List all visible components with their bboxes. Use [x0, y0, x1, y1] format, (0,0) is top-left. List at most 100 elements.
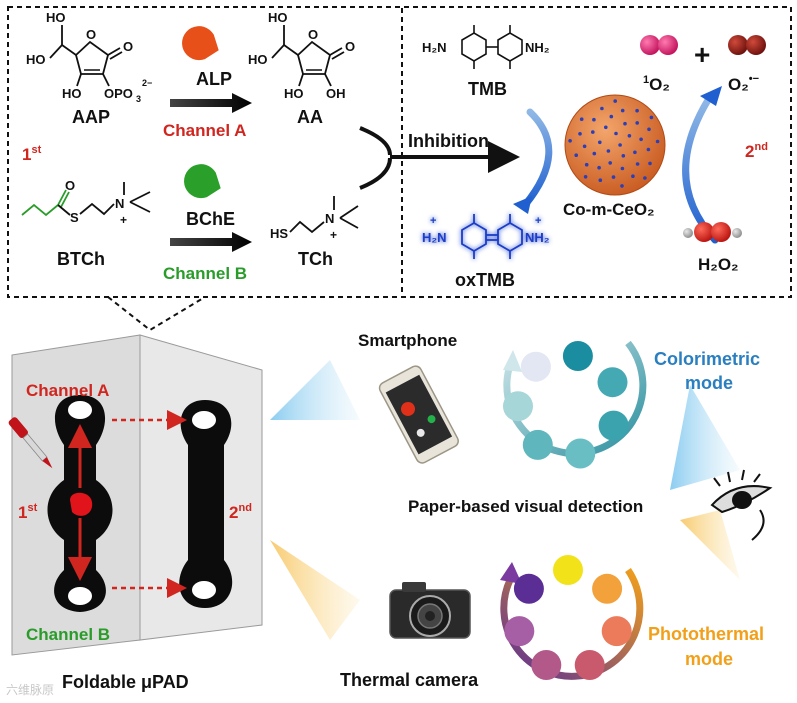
watermark: 六维脉原 [6, 682, 54, 697]
aap-ho-bottom: HO [62, 86, 82, 101]
photothermal-mode-line1: Photothermal [648, 624, 764, 644]
co-dopant-dot [574, 153, 578, 157]
step2-top-label: 2nd [745, 141, 768, 161]
h2o2-molecule: H₂O₂ [683, 222, 742, 274]
h2o2-label: H₂O₂ [698, 255, 739, 274]
co-dopant-dot [606, 149, 611, 153]
aa-carbonyl-o: O [345, 39, 355, 54]
top-panel [7, 6, 792, 332]
alp-arrow [170, 93, 252, 113]
co-dopant-dot [592, 151, 597, 156]
aa-label: AA [297, 107, 323, 127]
colorimetric-color-dots [503, 341, 629, 469]
blue-beam-left [270, 360, 360, 420]
blue-beam-right [670, 385, 740, 490]
tmb-h2n: H₂N [422, 40, 447, 55]
co-dopant-dot [614, 131, 618, 136]
upad-well-top-right [192, 411, 216, 429]
bche-arrow [170, 232, 252, 252]
oxtmb-molecule: H₂N NH₂ + + [422, 214, 550, 259]
thermal-camera-icon [389, 582, 471, 639]
paper-detection-label: Paper-based visual detection [408, 497, 643, 516]
co-dopant-dot [646, 147, 651, 152]
aap-opo3-sub: 3 [136, 94, 141, 104]
singlet-o-atom-1 [640, 35, 660, 55]
smartphone-icon [378, 365, 459, 464]
tmb-to-oxtmb-arrowhead [513, 196, 532, 214]
upad-well-bottom-left [68, 587, 92, 605]
superoxide-o-atom-2 [746, 35, 766, 55]
co-dopant-dot [647, 127, 651, 132]
btch-plus: + [120, 213, 127, 227]
photothermal-ring-arrow [500, 568, 644, 680]
co-dopant-dot [635, 162, 640, 166]
upad-well-bottom-right [192, 581, 216, 599]
colorimetric-dot-3 [597, 367, 628, 398]
foldable-upad-label: Foldable μPAD [62, 672, 189, 692]
step1-top-label: 1st [22, 144, 42, 164]
aap-opo3: OPO [104, 86, 133, 101]
smartphone-label: Smartphone [358, 331, 457, 350]
colorimetric-mode-line1: Colorimetric [654, 349, 760, 369]
aa-ho-mid: HO [248, 52, 268, 67]
tch-hs: HS [270, 226, 288, 241]
tmb-label: TMB [468, 79, 507, 99]
alp-step: ALP Channel A [163, 26, 252, 140]
photothermal-dot-7 [513, 573, 544, 604]
oxtmb-h2n: H₂N [422, 230, 447, 245]
co-dopant-dot [579, 117, 584, 121]
oxtmb-plus-left: + [430, 215, 436, 227]
photothermal-dot-4 [574, 650, 605, 680]
channel-a-top-label: Channel A [163, 121, 246, 140]
step1-device-label: 1st [18, 502, 38, 522]
singlet-o-atom-2 [658, 35, 678, 55]
upad-sample-drop [70, 492, 93, 516]
co-dopant-dot [627, 134, 632, 138]
bche-enzyme-icon [184, 164, 221, 199]
co-dopant-dot [620, 108, 625, 113]
btch-s: S [70, 210, 79, 225]
h2o2-h-atom-2 [732, 228, 742, 238]
superoxide: O₂•− [728, 35, 766, 94]
alp-enzyme-icon [182, 26, 219, 61]
colorimetric-dot-7 [503, 391, 533, 422]
co-dopant-dot [582, 144, 587, 149]
yellow-beam-left [270, 540, 360, 640]
inhibition-merge: Inhibition [359, 126, 520, 190]
photothermal-dot-3 [601, 616, 632, 647]
aap-carbonyl-o: O [123, 39, 133, 54]
oxtmb-plus-right: + [535, 215, 541, 227]
channel-b-device-label: Channel B [26, 625, 110, 644]
pipette-icon [8, 417, 53, 469]
yellow-beam-right [680, 510, 740, 580]
photothermal-dot-5 [531, 650, 562, 680]
plus-sign: + [694, 39, 710, 70]
aa-oh-right: OH [326, 86, 346, 101]
co-dopant-dot [649, 115, 654, 120]
colorimetric-dot-1 [520, 351, 551, 382]
aa-ring-o: O [308, 27, 318, 42]
colorimetric-mode-line2: mode [685, 373, 733, 393]
photothermal-ring-arrowhead [500, 562, 522, 584]
co-dopant-dot [609, 114, 614, 119]
channel-a-device-label: Channel A [26, 381, 109, 400]
co-dopant-dot [611, 175, 616, 179]
btch-label: BTCh [57, 249, 105, 269]
photothermal-dot-1 [553, 555, 583, 585]
aap-ho-top: HO [46, 10, 66, 25]
co-dopant-dot [643, 176, 647, 180]
co-dopant-dot [584, 162, 589, 167]
colorimetric-ring [503, 340, 647, 469]
btch-molecule: O S N + BTCh [21, 178, 151, 269]
co-dopant-dot [633, 150, 637, 155]
aa-molecule: HO HO HO OH O O AA [248, 10, 355, 127]
colorimetric-dot-2 [562, 341, 593, 371]
co-dopant-dot [600, 106, 604, 111]
aap-opo3-sup: 2− [142, 78, 152, 88]
nanozyme-co-dots [568, 99, 660, 188]
co-dopant-dot [591, 130, 595, 134]
foldable-upad: Channel A Channel B 1st 2nd [8, 334, 263, 656]
co-dopant-dot [655, 139, 660, 144]
nanozyme-sphere [564, 94, 666, 196]
